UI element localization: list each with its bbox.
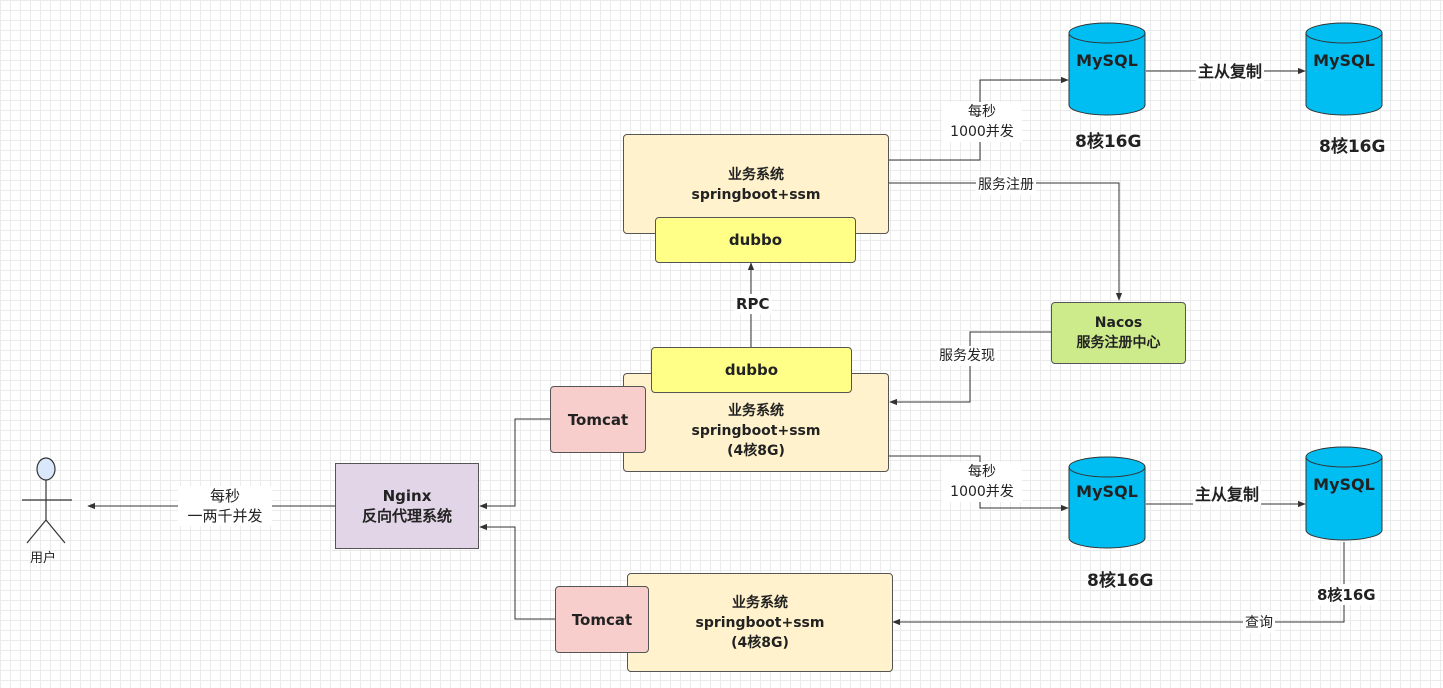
biz-top-stack: springboot+ssm <box>691 187 821 203</box>
dubbo-top: dubbo <box>655 217 856 263</box>
edge-service-discover <box>889 331 1051 406</box>
nacos-title: Nacos <box>1094 315 1143 331</box>
qps-bottom-line1: 每秒 <box>968 464 996 480</box>
biz-bot-title: 业务系统 <box>732 594 788 611</box>
mysql-primary-bottom-spec: 8核16G <box>1087 571 1154 591</box>
rpc-label: RPC <box>734 294 772 314</box>
biz-mid-title: 业务系统 <box>728 402 784 419</box>
nginx-title: Nginx <box>382 487 432 505</box>
service-register-label: 服务注册 <box>976 175 1036 195</box>
replication-bottom-label: 主从复制 <box>1193 485 1262 505</box>
nacos-box: Nacos 服务注册中心 <box>1051 302 1186 364</box>
tomcat-bot-label: Tomcat <box>571 610 633 629</box>
user-icon <box>22 457 72 544</box>
service-discover-label: 服务发现 <box>937 346 997 366</box>
qps-top-line1: 每秒 <box>968 104 996 120</box>
qps-bottom-label: 每秒 1000并发 <box>942 462 1022 502</box>
mysql-replica-top-label: MySQL <box>1313 51 1375 70</box>
mysql-replica-top-icon <box>1305 22 1383 116</box>
biz-mid-stack: springboot+ssm <box>691 422 821 439</box>
biz-top-title: 业务系统 <box>728 167 784 183</box>
tomcat-mid: Tomcat <box>550 386 646 453</box>
tomcat-bottom: Tomcat <box>555 586 649 653</box>
qps-top-label: 每秒 1000并发 <box>942 102 1022 142</box>
nginx-box: Nginx 反向代理系统 <box>335 463 479 549</box>
qps-top-line2: 1000并发 <box>950 124 1014 140</box>
mysql-replica-top-spec: 8核16G <box>1319 137 1386 157</box>
mysql-replica-bottom-spec: 8核16G <box>1315 584 1378 605</box>
dubbo-top-label: dubbo <box>728 231 783 249</box>
user-label: 用户 <box>30 551 57 566</box>
edge-label-user-qps-line2: 一两千并发 <box>187 507 263 525</box>
edge-label-user-qps: 每秒 一两千并发 <box>178 486 272 526</box>
qps-bottom-line2: 1000并发 <box>950 484 1014 500</box>
mysql-replica-bottom-icon <box>1305 446 1383 541</box>
biz-bot-stack: springboot+ssm <box>695 614 825 631</box>
biz-system-bottom: 业务系统 springboot+ssm (4核8G) <box>627 573 893 672</box>
replication-top-label: 主从复制 <box>1196 62 1265 82</box>
nacos-subtitle: 服务注册中心 <box>1076 335 1161 351</box>
mysql-primary-bottom-label: MySQL <box>1076 482 1138 501</box>
edge-service-register <box>889 182 1123 301</box>
edge-tomcat-bot-to-nginx <box>479 523 555 620</box>
biz-bot-spec: (4核8G) <box>731 634 789 651</box>
nginx-subtitle: 反向代理系统 <box>361 507 452 525</box>
query-label: 查询 <box>1243 613 1275 633</box>
mysql-primary-top-spec: 8核16G <box>1075 132 1142 152</box>
mysql-replica-bottom-label: MySQL <box>1313 475 1375 494</box>
edge-tomcat-mid-to-nginx <box>479 418 550 510</box>
dubbo-mid: dubbo <box>651 347 852 393</box>
biz-mid-spec: (4核8G) <box>727 442 785 459</box>
mysql-primary-bottom-icon <box>1068 456 1146 549</box>
tomcat-mid-label: Tomcat <box>567 410 629 429</box>
dubbo-mid-label: dubbo <box>724 361 779 379</box>
mysql-primary-top-icon <box>1068 22 1146 116</box>
edge-label-user-qps-line1: 每秒 <box>209 487 240 505</box>
edge-query <box>892 542 1345 626</box>
mysql-primary-top-label: MySQL <box>1076 51 1138 70</box>
